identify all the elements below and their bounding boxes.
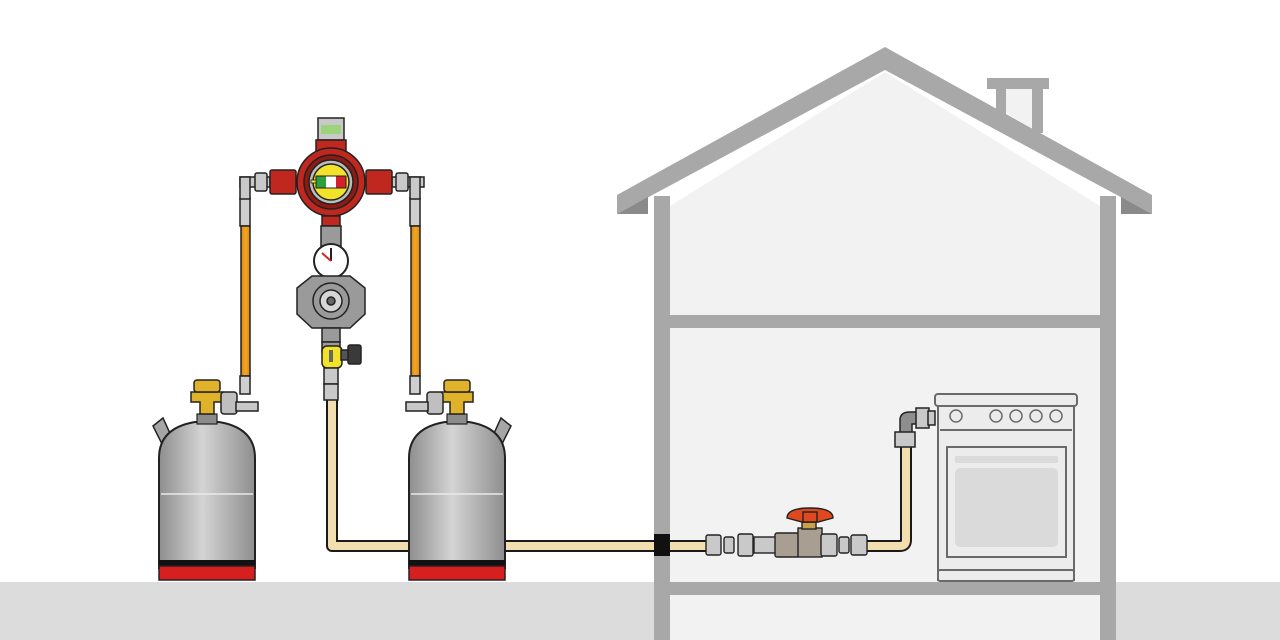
cooker-elbow-fitting: [894, 407, 936, 448]
cylinder-base-ring: [408, 565, 506, 581]
burner-knobs: [949, 409, 1063, 423]
house-wall-left: [654, 196, 670, 640]
oven-window: [955, 468, 1058, 547]
house-interior-upper: [670, 72, 1100, 315]
burner-knob[interactable]: [989, 409, 1003, 423]
flexible-hose-right: [409, 197, 421, 395]
cylinder-body: [408, 421, 506, 569]
indicator-stripe: [316, 176, 326, 188]
indicator-stripe: [326, 176, 336, 188]
cylinder-valve[interactable]: [440, 391, 474, 415]
gas-cylinder-right: [408, 379, 512, 581]
roof-eave-right: [1121, 197, 1152, 214]
house-floor-upper: [670, 315, 1100, 328]
cylinder-valve-handwheel[interactable]: [443, 379, 471, 393]
gas-cylinder-left: [152, 379, 256, 581]
valve-stem: [801, 521, 817, 530]
yellow-shutoff-valve[interactable]: [321, 341, 362, 401]
indicator-stripe: [336, 176, 346, 188]
ball-valve[interactable]: [705, 507, 868, 558]
cylinder-base-ring: [158, 565, 256, 581]
burner-knob[interactable]: [1029, 409, 1043, 423]
tricolor-indicator-window: [315, 175, 347, 189]
house-interior-basement: [670, 595, 1100, 640]
burner-knob[interactable]: [1009, 409, 1023, 423]
gas-cooker: [894, 393, 1078, 582]
gas-supply-pipe: [326, 398, 912, 556]
pressure-regulator: [296, 225, 366, 343]
house-floor-ground: [670, 582, 1100, 595]
oven-handle-bar: [955, 456, 1058, 463]
burner-knob[interactable]: [1049, 409, 1063, 423]
cylinder-body: [158, 421, 256, 569]
flexible-hose-left: [239, 197, 251, 395]
house-wall-right: [1100, 196, 1116, 640]
chimney: [987, 78, 1049, 133]
automatic-changeover-valve[interactable]: [239, 117, 425, 227]
burner-knob[interactable]: [949, 409, 963, 423]
wall-sleeve: [654, 534, 670, 556]
cylinder-valve[interactable]: [190, 391, 224, 415]
roof-eave-left: [617, 197, 648, 214]
cylinder-valve-handwheel[interactable]: [193, 379, 221, 393]
